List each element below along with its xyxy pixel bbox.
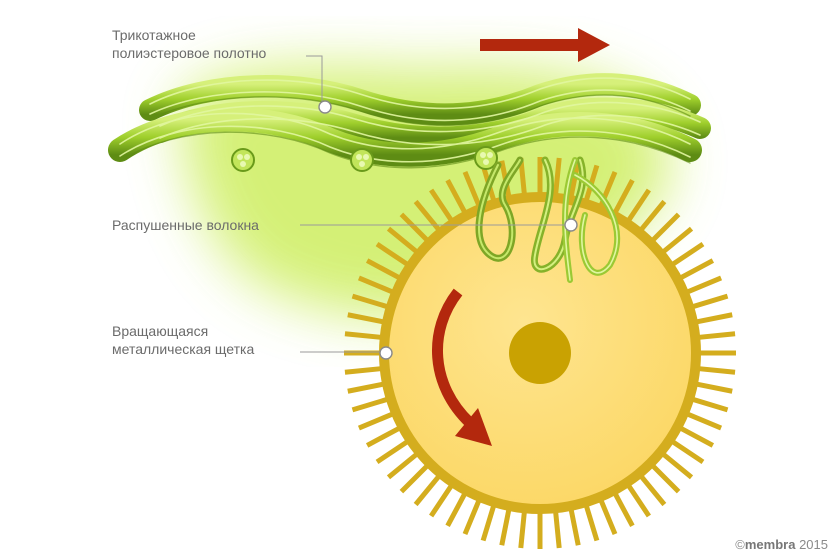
bristle: [662, 452, 694, 480]
bristle: [686, 411, 723, 431]
bristle: [375, 242, 409, 267]
bristle: [386, 226, 418, 254]
bristle: [445, 492, 467, 528]
bristle: [692, 397, 729, 413]
bristle: [351, 397, 388, 413]
bristle: [344, 331, 382, 340]
brush-bristles: [344, 157, 736, 549]
bristle: [679, 258, 715, 280]
bristle: [351, 293, 388, 309]
yarn-cross-section: [474, 146, 498, 170]
bristle: [568, 160, 581, 197]
bristle: [413, 475, 441, 507]
fabric-marker: [318, 100, 332, 114]
bristle: [679, 426, 715, 448]
brush-label-line: Вращающаяся: [112, 323, 209, 339]
bristle: [462, 170, 482, 207]
bristle: [365, 258, 401, 280]
fabric-direction-arrow: [480, 28, 610, 62]
copyright-brand: membr: [744, 537, 789, 552]
bristle: [344, 366, 382, 375]
yarn-cross-section: [350, 148, 374, 172]
bristle: [553, 157, 562, 195]
bristle: [357, 275, 394, 295]
bristle: [671, 242, 705, 267]
brush-label: Вращающаяся металлическая щетка: [112, 322, 254, 358]
bristle: [651, 212, 681, 242]
bristle: [357, 411, 394, 431]
bristle: [480, 505, 496, 542]
bristle: [686, 275, 723, 295]
bristle: [692, 293, 729, 309]
yarn-strand-lines: [119, 77, 701, 163]
copyright-symbol: ©: [735, 537, 745, 552]
bristle: [518, 511, 527, 549]
bristle: [568, 509, 581, 546]
fabric-label: Трикотажное полиэстеровое полотно: [112, 26, 266, 62]
bristle: [375, 439, 409, 464]
bristle: [429, 484, 454, 518]
bristle: [347, 312, 384, 325]
copyright-brand-end: a: [788, 537, 796, 552]
yarn-row-mid: [108, 107, 702, 167]
bristle: [365, 426, 401, 448]
bristle: [613, 492, 635, 528]
bristle: [696, 312, 733, 325]
bristle: [651, 464, 681, 494]
bristle: [347, 381, 384, 394]
bristle: [598, 499, 618, 536]
bristle: [626, 484, 651, 518]
bristle: [671, 439, 705, 464]
yarn-strand-shadows: [119, 94, 691, 169]
copyright: ©membra 2015: [735, 537, 828, 552]
knitted-fabric: [108, 73, 711, 172]
bristle: [429, 188, 454, 222]
fibers-label: Распушенные волокна: [112, 216, 259, 234]
bristle: [696, 381, 733, 394]
bristle: [553, 511, 562, 549]
bristle: [462, 499, 482, 536]
fibers-label-line: Распушенные волокна: [112, 217, 259, 233]
bristle: [639, 475, 667, 507]
bristle: [386, 452, 418, 480]
rotation-arrow: [432, 288, 492, 446]
brush-marker: [379, 346, 393, 360]
yarn-cross-section: [231, 148, 255, 172]
raised-fibers: [475, 156, 621, 283]
bristle: [499, 509, 512, 546]
bristle: [626, 188, 651, 222]
leader-lines: [300, 55, 568, 353]
fabric-label-line: полиэстеровое полотно: [112, 45, 267, 61]
bristle: [445, 178, 467, 214]
brush-label-line: металлическая щетка: [112, 341, 255, 357]
copyright-year: 2015: [799, 537, 828, 552]
fibers-marker: [564, 218, 578, 232]
bristle: [698, 331, 736, 340]
bristle: [399, 464, 429, 494]
bristle: [613, 178, 635, 214]
bristle: [399, 212, 429, 242]
brush-hub: [509, 322, 571, 384]
bristle: [698, 366, 736, 375]
bristle: [639, 199, 667, 231]
bristle: [662, 226, 694, 254]
bristle: [584, 505, 600, 542]
fabric-label-line: Трикотажное: [112, 27, 196, 43]
